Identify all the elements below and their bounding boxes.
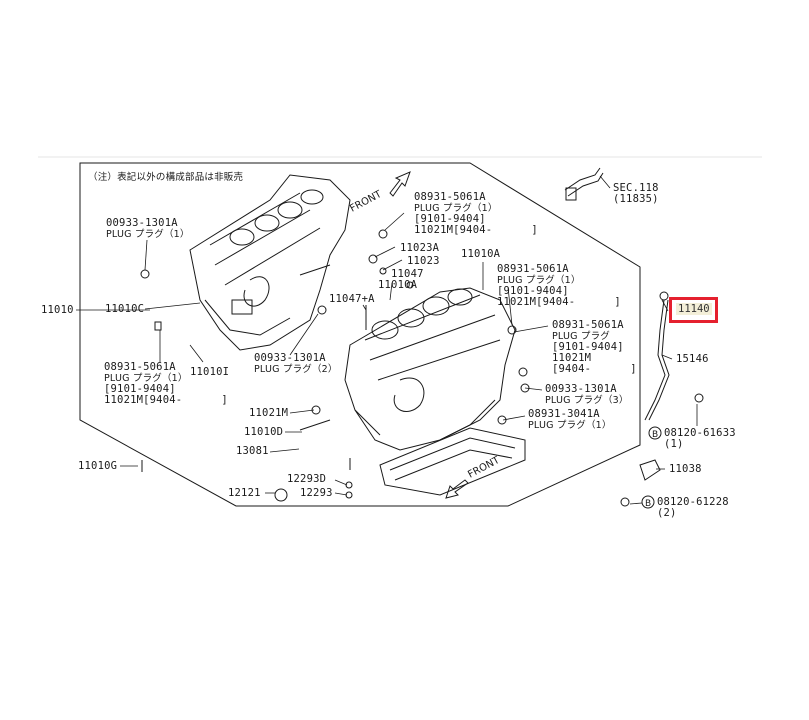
- engine-block-left: [189, 174, 351, 351]
- bolt-08120-61633[interactable]: 08120-61633: [664, 427, 736, 439]
- range-b-1: [9101-9404]: [497, 285, 569, 297]
- bolt-08120-61228[interactable]: 08120-61228: [657, 496, 729, 508]
- leader-lines: [76, 175, 698, 505]
- part-13081[interactable]: 13081: [236, 445, 269, 457]
- sec118-hose: [564, 167, 604, 201]
- part-11010g[interactable]: 11010G: [78, 460, 118, 472]
- plug-label-d: PLUG プラグ（1）: [528, 420, 612, 431]
- engine-block-right: [344, 287, 516, 451]
- part-11010[interactable]: 11010: [41, 304, 74, 316]
- sec118-ref: (11835): [613, 193, 659, 205]
- plug-label-left: PLUG プラグ（1）: [104, 373, 188, 384]
- plug-fittings: [140, 229, 530, 502]
- plug-label-c: PLUG プラグ: [552, 331, 610, 342]
- svg-text:B: B: [652, 430, 658, 440]
- front-label-top: FRONT: [348, 188, 384, 214]
- bolt-symbol-1: B: [648, 426, 662, 440]
- highlight-box-11140[interactable]: 11140: [669, 297, 718, 323]
- part-08931-5061a-b[interactable]: 08931-5061A: [497, 263, 569, 275]
- note-text: （注）表記以外の構成部品は非販売: [88, 172, 244, 183]
- sec118-label[interactable]: SEC.118: [613, 182, 659, 194]
- plug-label-c3: PLUG プラグ（3）: [545, 395, 629, 406]
- range-b-2: 11021M[9404- ]: [497, 296, 621, 308]
- part-11010i[interactable]: 11010I: [190, 366, 230, 378]
- bolt-qty-2: (2): [657, 507, 677, 519]
- part-11047-a[interactable]: 11047+A: [329, 293, 375, 305]
- range-c-1: [9101-9404]: [552, 341, 624, 353]
- svg-text:B: B: [645, 499, 651, 509]
- part-00933-1301a-top[interactable]: 00933-1301A: [106, 217, 178, 229]
- plug-label-mid: PLUG プラグ（2）: [254, 364, 338, 375]
- bolt-symbol-2: B: [641, 495, 655, 509]
- part-15146[interactable]: 15146: [676, 353, 709, 365]
- part-11010d[interactable]: 11010D: [244, 426, 284, 438]
- part-00933-1301a-mid[interactable]: 00933-1301A: [254, 352, 326, 364]
- part-08931-5061a-c[interactable]: 08931-5061A: [552, 319, 624, 331]
- part-11021m[interactable]: 11021M: [249, 407, 289, 419]
- dipstick-assembly: [620, 291, 704, 507]
- part-08931-3041a[interactable]: 08931-3041A: [528, 408, 600, 420]
- part-08931-5061a-left[interactable]: 08931-5061A: [104, 361, 176, 373]
- assembly-boundary: [79, 162, 641, 507]
- part-11010a-top[interactable]: 11010A: [461, 248, 501, 260]
- part-11023a[interactable]: 11023A: [400, 242, 440, 254]
- part-11047[interactable]: 11047: [391, 268, 424, 280]
- front-arrow-top: [389, 171, 411, 197]
- range-left-1: [9101-9404]: [104, 383, 176, 395]
- range-left-2: 11021M[9404- ]: [104, 394, 228, 406]
- part-11038[interactable]: 11038: [669, 463, 702, 475]
- range-a-1: [9101-9404]: [414, 213, 486, 225]
- part-11010a-mid[interactable]: 11010A: [378, 279, 418, 291]
- part-11140[interactable]: 11140: [676, 303, 712, 315]
- part-11010c[interactable]: 11010C: [105, 303, 145, 315]
- part-12293[interactable]: 12293: [300, 487, 333, 499]
- bolt-qty-1: (1): [664, 438, 684, 450]
- part-12121[interactable]: 12121: [228, 487, 261, 499]
- part-11023[interactable]: 11023: [407, 255, 440, 267]
- plug-label-a: PLUG プラグ（1）: [414, 203, 498, 214]
- part-08931-5061a-a[interactable]: 08931-5061A: [414, 191, 486, 203]
- range-a-2: 11021M[9404- ]: [414, 224, 538, 236]
- range-c-2: 11021M: [552, 352, 592, 364]
- plug-label-b: PLUG プラグ（1）: [497, 275, 581, 286]
- front-arrow-bottom: [445, 479, 469, 499]
- oil-pan: [379, 427, 526, 496]
- range-c-3: [9404- ]: [552, 363, 637, 375]
- plug-label-top: PLUG プラグ（1）: [106, 229, 190, 240]
- part-00933-1301a-c[interactable]: 00933-1301A: [545, 383, 617, 395]
- part-12293d[interactable]: 12293D: [287, 473, 327, 485]
